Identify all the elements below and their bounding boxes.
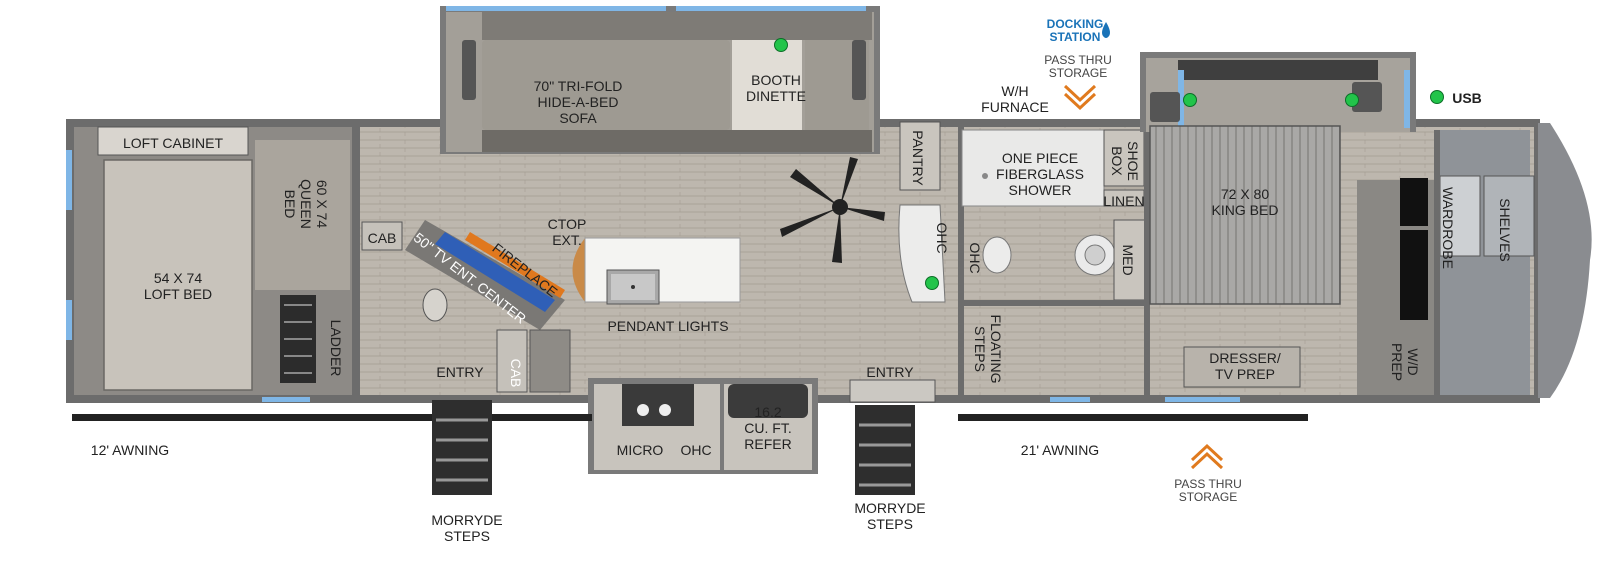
label-refer: 16.2 CU. FT. REFER [744, 404, 792, 452]
label-awning-right: 21' AWNING [1020, 442, 1100, 458]
ceiling-fan [780, 157, 885, 263]
label-shoe-box: SHOE BOX [1109, 141, 1141, 181]
usb-legend-dot [1430, 90, 1444, 104]
label-king-bed: 72 X 80 KING BED [1211, 186, 1279, 218]
label-sofa: 70" TRI-FOLD HIDE-A-BED SOFA [533, 78, 623, 126]
label-shower: ONE PIECE FIBERGLASS SHOWER [996, 150, 1084, 198]
label-morryde-mid: MORRYDE STEPS [854, 500, 926, 532]
label-cab-top: CAB [367, 230, 397, 246]
usb-outlet-dot [774, 38, 788, 52]
label-cab-bottom: CAB [508, 358, 524, 388]
bedroom-slideout [1140, 52, 1416, 132]
label-loft-cabinet: LOFT CABINET [122, 135, 224, 151]
label-docking-station: DOCKING STATION [1046, 17, 1104, 44]
bathroom [898, 121, 1150, 395]
label-pendant-lights: PENDANT LIGHTS [607, 318, 729, 334]
label-floating-steps: FLOATING STEPS [972, 314, 1004, 384]
label-dresser: DRESSER/ TV PREP [1209, 350, 1281, 382]
label-entry-left: ENTRY [436, 364, 484, 380]
label-ohc-b: OHC [967, 242, 983, 274]
label-awning-left: 12' AWNING [90, 442, 170, 458]
label-pass-thru-top: PASS THRU STORAGE [1044, 53, 1112, 80]
label-entry-mid: ENTRY [866, 364, 914, 380]
kitchen-slideout [588, 378, 936, 474]
loft-area [66, 126, 352, 402]
pass-thru-arrows [1063, 84, 1224, 470]
usb-outlet-dot [925, 276, 939, 290]
label-queen-bed: 60 X 74 QUEEN BED [282, 179, 330, 229]
label-shelves: SHELVES [1497, 198, 1513, 262]
label-wd-prep: W/D PREP [1389, 342, 1421, 382]
label-loft-bed: 54 X 74 LOFT BED [143, 270, 213, 302]
front-storage [1183, 130, 1535, 395]
usb-outlet-dot [1183, 93, 1197, 107]
label-ctop-ext: CTOP EXT. [547, 216, 587, 248]
partition-wall [352, 127, 360, 395]
label-dinette: BOOTH DINETTE [746, 72, 806, 104]
tv-entertainment-center [361, 220, 571, 393]
water-drop-icon [1102, 22, 1110, 38]
steps-and-awnings [72, 397, 1308, 495]
king-bed-shape [1149, 125, 1341, 305]
label-pass-thru-bottom: PASS THRU STORAGE [1174, 477, 1242, 504]
label-morryde-left: MORRYDE STEPS [431, 512, 503, 544]
label-ohc-a: OHC [934, 222, 950, 254]
usb-outlet-dot [1345, 93, 1359, 107]
label-ohc-kitchen: OHC [680, 442, 712, 458]
kitchen-island [572, 237, 741, 305]
label-wardrobe: WARDROBE [1440, 187, 1456, 269]
label-ladder: LADDER [328, 319, 344, 377]
living-slideout [440, 6, 880, 154]
label-med: MED [1120, 244, 1136, 276]
label-usb: USB [1452, 90, 1482, 106]
label-linen: LINEN [1103, 193, 1145, 209]
label-wh-furnace: W/H FURNACE [981, 83, 1049, 115]
label-micro: MICRO [616, 442, 664, 458]
label-pantry: PANTRY [910, 130, 926, 186]
